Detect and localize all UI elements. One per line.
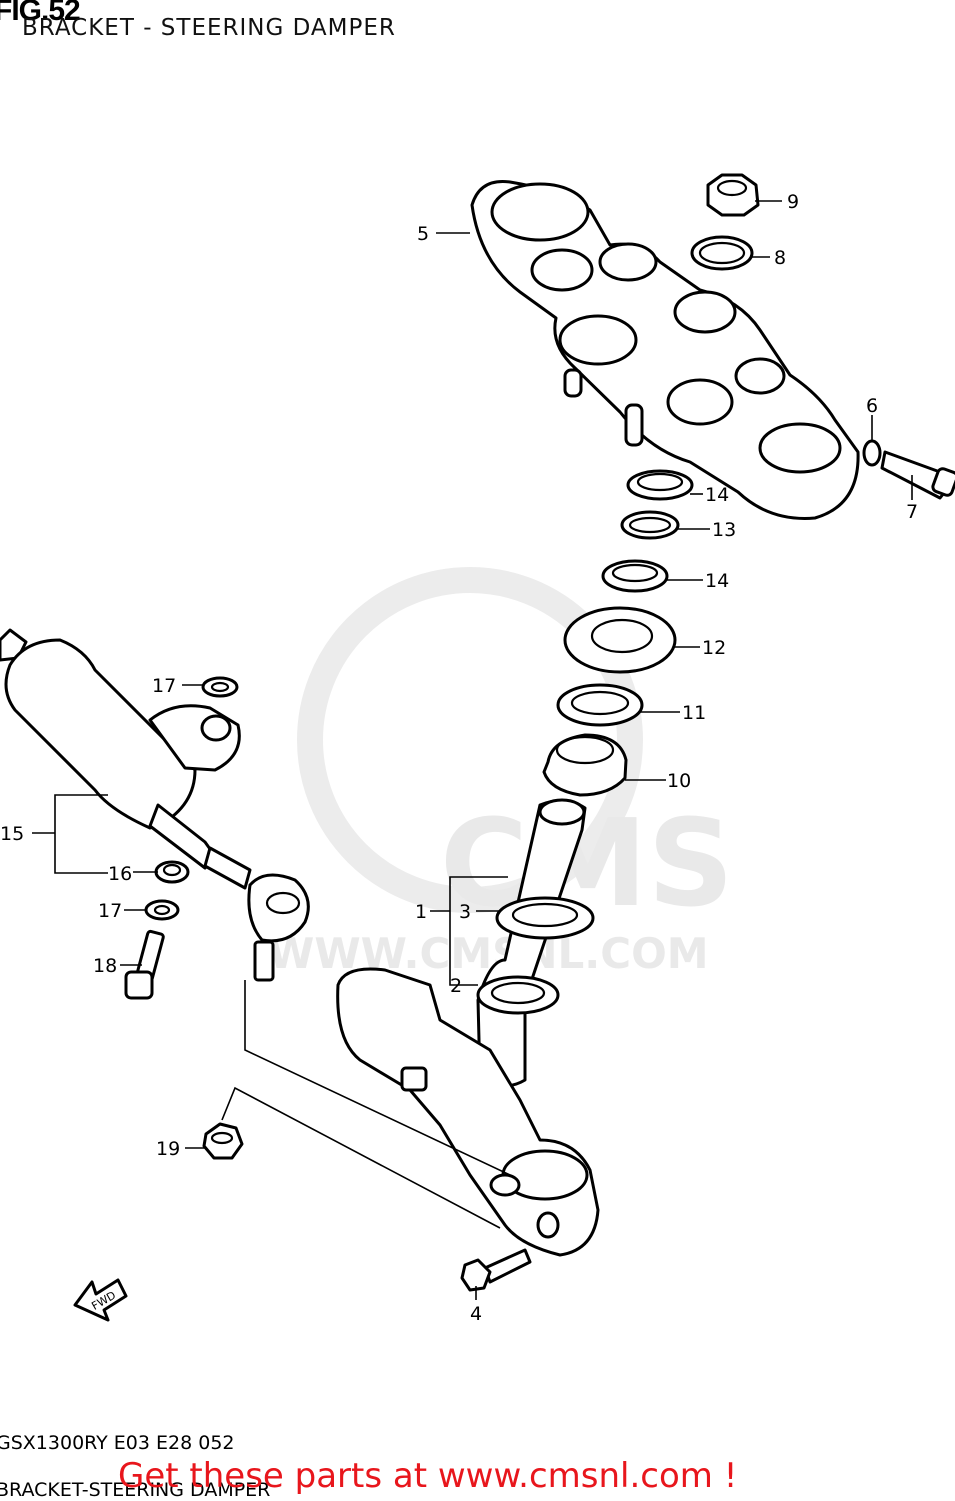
figure-subtitle: BRACKET - STEERING DAMPER: [22, 15, 396, 41]
washer-17-upper: [201, 676, 239, 698]
watermark-url-text: WWW.CMSNL.COM: [268, 929, 709, 978]
bolt-18: [124, 929, 165, 1000]
callout-14-upper: 14: [705, 484, 729, 506]
callout-5: 5: [417, 223, 429, 245]
callout-6: 6: [866, 395, 878, 417]
bolt-7: [880, 450, 955, 500]
locknut-14-lower: [601, 559, 669, 593]
steering-damper-15: [0, 628, 310, 982]
callout-17-lower: 17: [98, 900, 122, 922]
callout-12: 12: [702, 637, 726, 659]
callout-18: 18: [93, 955, 117, 977]
washer-13: [620, 510, 680, 540]
callout-3: 3: [459, 901, 471, 923]
collar-16: [154, 860, 190, 884]
callout-1: 1: [415, 901, 427, 923]
nut-9: [706, 173, 760, 217]
callout-4: 4: [470, 1303, 482, 1325]
callout-19: 19: [156, 1138, 180, 1160]
locknut-14-upper: [626, 469, 694, 501]
diagram-caption: BRACKET-STEERING DAMPER: [0, 1479, 271, 1501]
model-code: GSX1300RY E03 E28 052: [0, 1432, 235, 1454]
washer-6: [862, 439, 882, 467]
fwd-arrow: FWD: [73, 1278, 128, 1322]
upper-bracket: [470, 179, 860, 520]
nut-19: [202, 1122, 244, 1160]
figure-number: FIG.52: [0, 0, 81, 27]
lower-bracket-stem: [336, 798, 600, 1257]
callout-11: 11: [682, 702, 706, 724]
call-to-action-link[interactable]: Get these parts at www.cmsnl.com !: [118, 1456, 738, 1496]
dust-seal-12: [563, 606, 677, 674]
callout-16: 16: [108, 863, 132, 885]
bearing-10: [542, 733, 628, 797]
callout-10: 10: [667, 770, 691, 792]
callout-14-lower: 14: [705, 570, 729, 592]
washer-17-lower: [144, 899, 180, 921]
callout-13: 13: [712, 519, 736, 541]
callout-7: 7: [906, 501, 918, 523]
bolt-4: [460, 1248, 532, 1292]
callout-labels: 1 2 3 4 5 6 7 8 9 10 11 12 13 14 14 15 1…: [0, 191, 918, 1325]
callout-17-upper: 17: [152, 675, 176, 697]
leader-lines: [32, 200, 913, 1300]
callout-2: 2: [450, 975, 462, 997]
bearing-race-11: [556, 683, 644, 727]
callout-9: 9: [787, 191, 799, 213]
callout-8: 8: [774, 247, 786, 269]
callout-15: 15: [0, 823, 24, 845]
cms-watermark: CMS WWW.CMSNL.COM: [268, 567, 734, 978]
